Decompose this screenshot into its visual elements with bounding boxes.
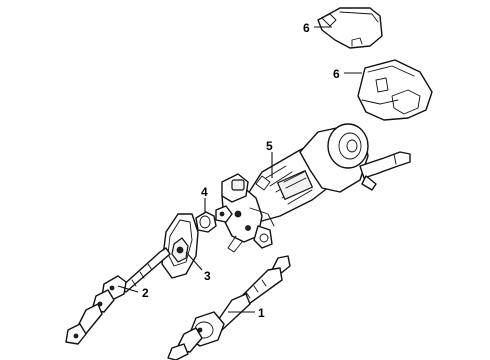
lower-shroud-cover [357,59,433,121]
column-bushing [195,211,217,233]
callout-1: 1 [258,306,265,320]
callout-3: 3 [204,269,211,283]
steering-column-assembly [215,123,411,253]
lower-steering-shaft [167,255,291,360]
upper-shroud-cover [317,7,383,49]
callout-6-upper: 6 [303,21,310,35]
intermediate-shaft [65,247,171,345]
leader-2 [117,285,139,293]
callout-5: 5 [266,139,273,153]
leader-3 [185,251,203,271]
callout-2: 2 [142,286,149,300]
callout-6-lower: 6 [333,67,340,81]
steering-shaft-seal [161,213,199,279]
callout-4: 4 [201,185,208,199]
